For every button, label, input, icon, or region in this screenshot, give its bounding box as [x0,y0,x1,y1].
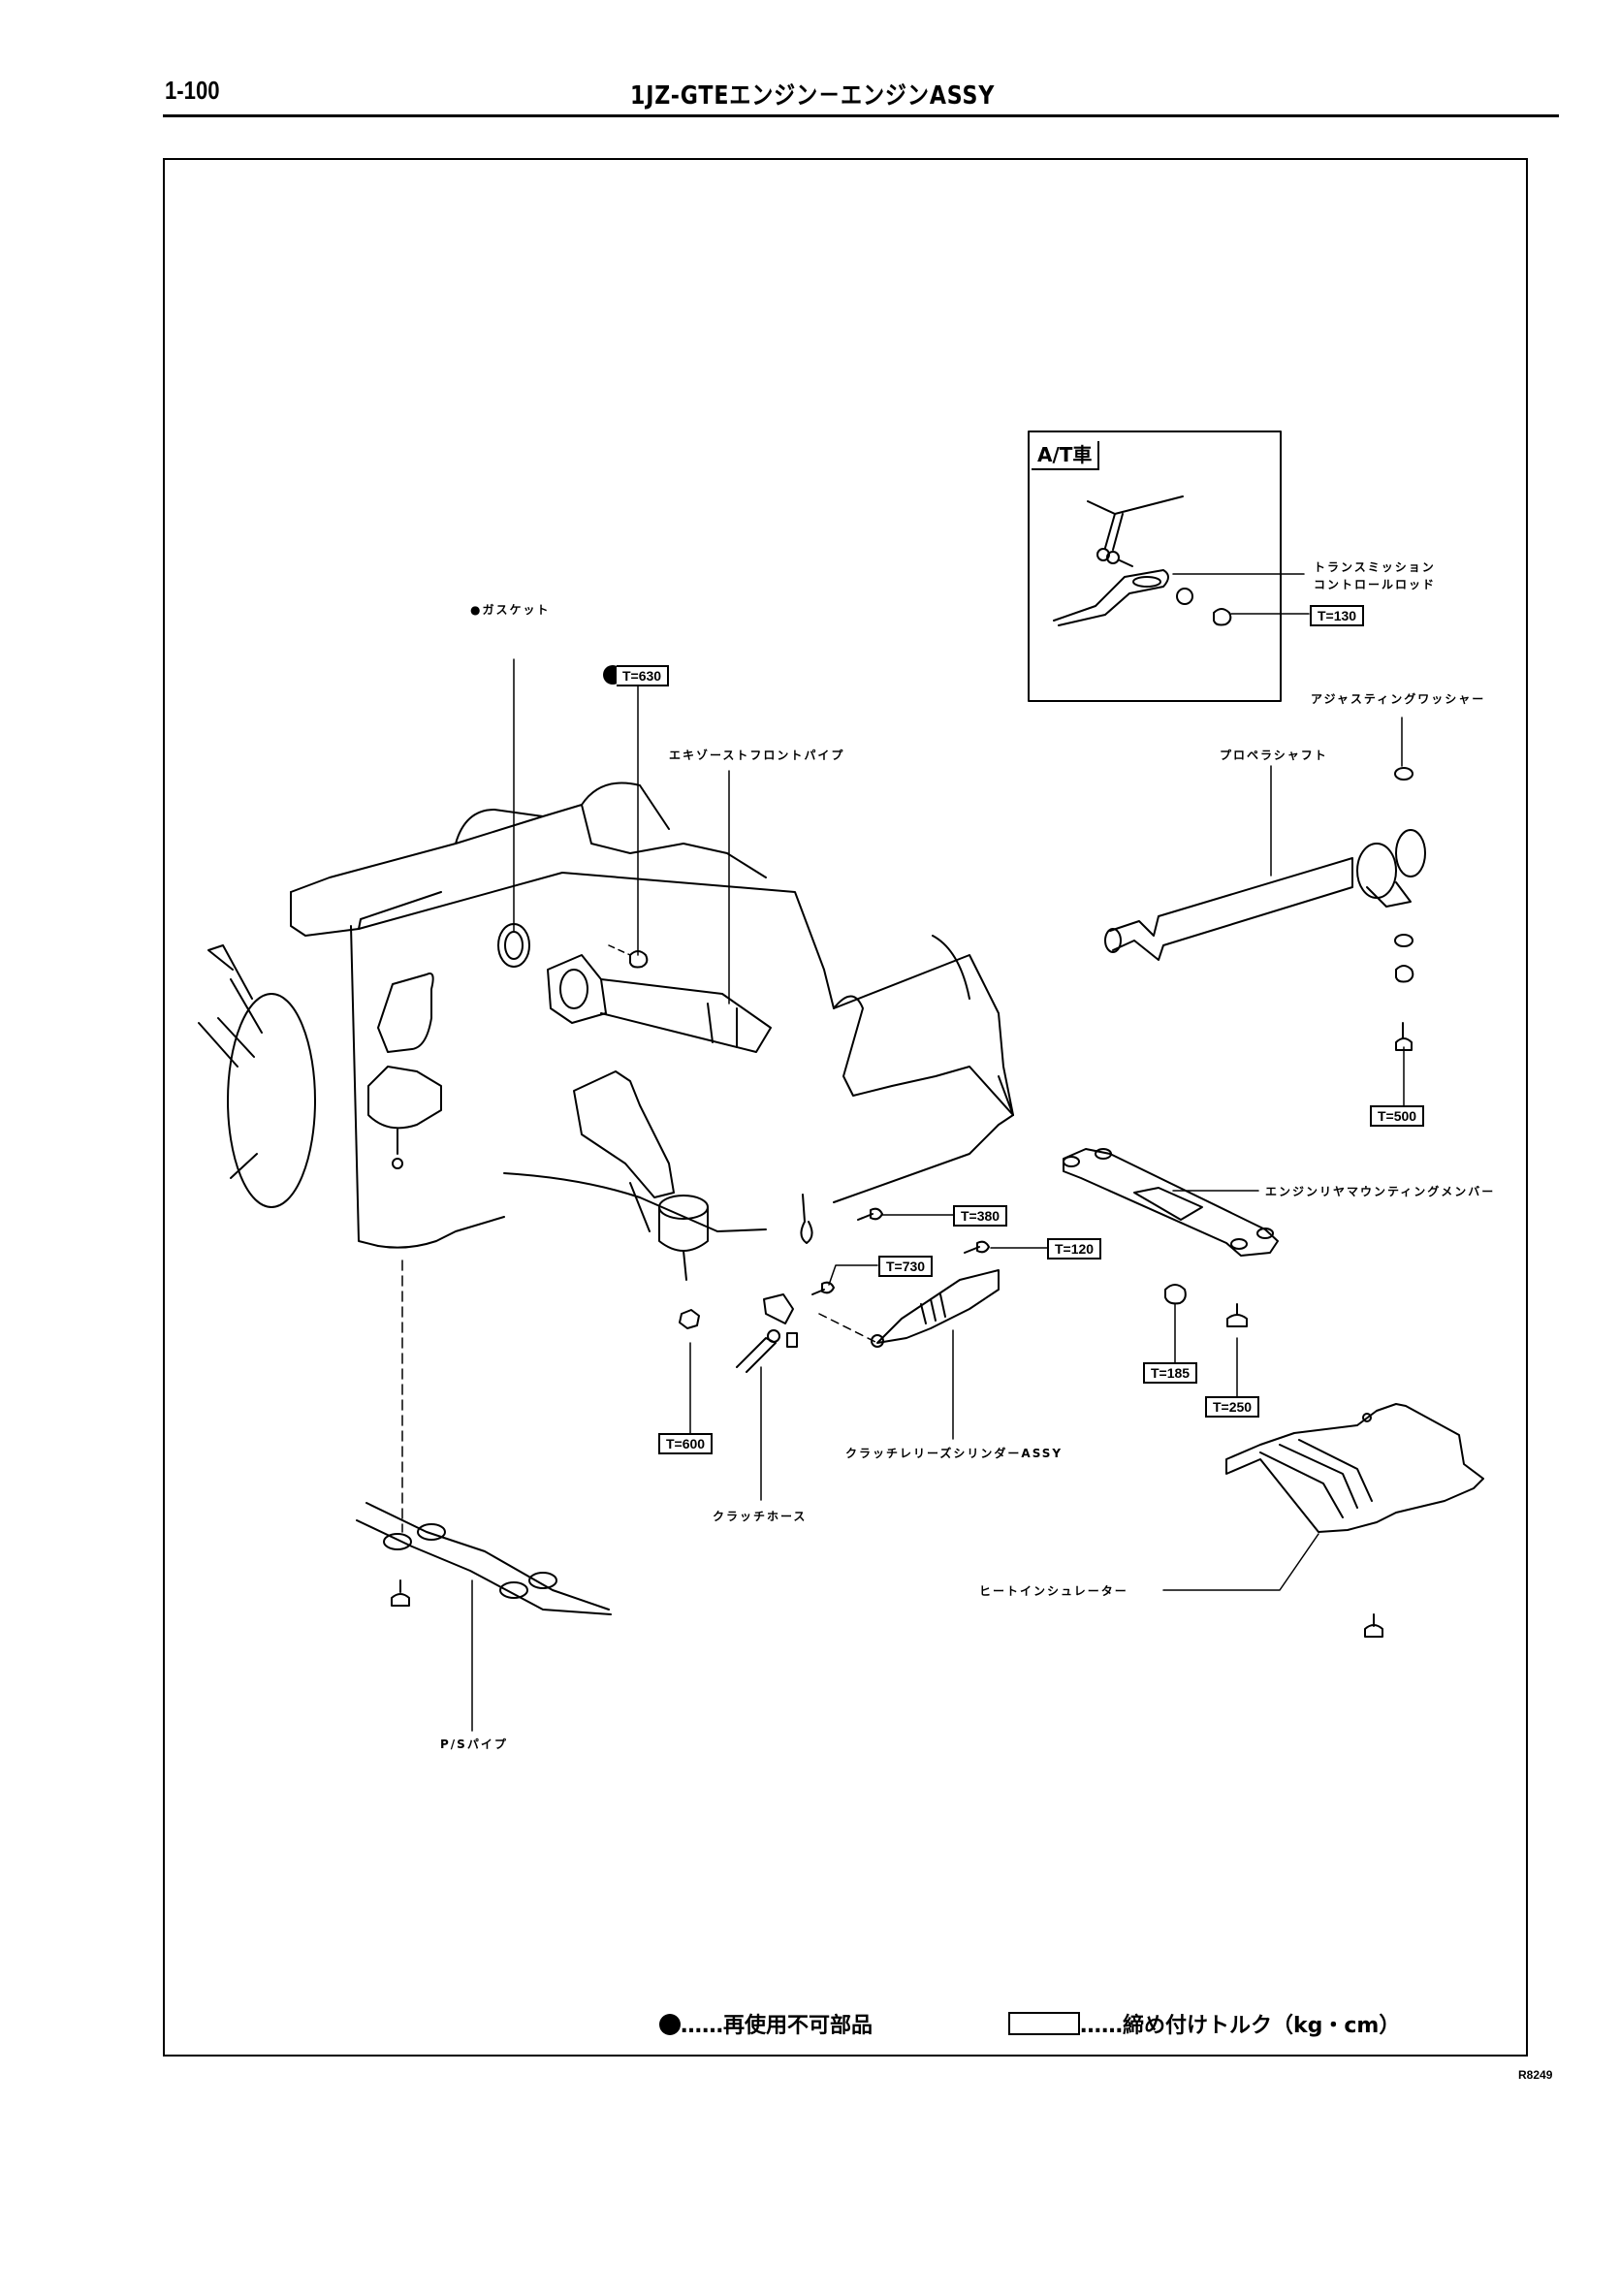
bushing-drawing [1176,588,1193,605]
ps-pipe-drawing [356,1502,612,1615]
torque-box-member-nut: T=185 [1143,1362,1198,1384]
nut-drawing [1395,965,1414,983]
torque-box-hose-bracket-bolt: T=730 [878,1256,934,1277]
heat-insulator-bolt-drawing [1364,1613,1383,1638]
torque-box-mount-nut: T=600 [658,1433,714,1454]
header-rule [163,114,1559,117]
legend-non-reusable-text: ……再使用不可部品 [681,2014,874,2038]
exhaust-nut-drawing [629,950,649,969]
exhaust-front-pipe-drawing [547,954,772,1053]
label-engine-rear-mounting-member: エンジンリヤマウンティングメンバー [1265,1185,1496,1198]
torque-box-propeller-bolt: T=500 [1370,1105,1425,1127]
heat-insulator-leader [1162,1533,1319,1591]
torque-box-control-rod: T=130 [1310,605,1365,626]
bracket-bolt-drawing [857,1207,883,1221]
hose-bracket-bolt-leader [828,1264,878,1286]
legend-torque-text: ……締め付けトルク（kg・cm） [1080,2014,1401,2038]
clutch-dashed-leader [818,1313,878,1344]
label-propeller-shaft: プロペラシャフト [1220,749,1328,762]
propeller-shaft-drawing [1104,829,1426,961]
page-title: 1JZ-GTEエンジン－エンジンASSY [630,81,996,111]
washer-drawing [1394,934,1414,947]
torque-box-exhaust-nut: T=630 [617,665,670,686]
clutch-hose-drawing [736,1329,780,1373]
torque-box-release-cyl-bolt: T=120 [1047,1238,1102,1260]
clutch-release-cylinder-drawing [871,1269,1000,1348]
ps-bolt-drawing [391,1579,410,1607]
shift-lever-drawing [1053,495,1184,626]
engine-block-drawing [290,781,1014,1249]
label-ps-pipe: P/Sパイプ [440,1738,508,1751]
clip-drawing-2 [786,1332,798,1348]
release-cyl-bolt-drawing [964,1240,990,1254]
label-exhaust-front-pipe: エキゾーストフロントパイプ [669,749,845,762]
clutch-bracket-drawing [763,1293,794,1324]
inset-nut-drawing [1213,608,1232,626]
label-transmission-control-rod-2: コントロールロッド [1314,578,1437,591]
at-inset-box [1028,430,1282,702]
hose-bracket-bolt-drawing [811,1281,835,1295]
label-gasket: ●ガスケット [470,603,551,617]
torque-box-icon [1008,2012,1080,2035]
mount-nut-drawing [679,1309,700,1329]
exhaust-gasket-drawing [497,923,530,968]
cooling-fan-drawing [198,944,316,1208]
front-mount-drawing [367,973,442,1169]
non-reusable-dot-icon [659,2014,681,2035]
at-vehicle-tag: A/T車 [1032,441,1100,470]
reference-code: R8249 [1518,2068,1553,2082]
label-clutch-release-cylinder: クラッチレリーズシリンダーASSY [845,1447,1064,1460]
label-adjusting-washer: アジャスティングワッシャー [1311,692,1486,706]
member-nut-drawing [1164,1284,1187,1305]
label-transmission-control-rod-1: トランスミッション [1314,560,1436,574]
adjusting-washer-drawing [1394,767,1414,781]
legend-non-reusable: ……再使用不可部品 [659,2008,873,2039]
legend-torque: ……締め付けトルク（kg・cm） [1008,2008,1400,2039]
clip-drawing [800,1194,813,1244]
rear-mounting-member-drawing [1063,1148,1279,1257]
label-clutch-hose: クラッチホース [713,1510,808,1523]
diagram-frame [163,158,1528,2057]
member-bolt-drawing [1226,1303,1248,1327]
engine-rear-mount-drawing [573,1070,709,1281]
heat-insulator-drawing [1225,1403,1484,1533]
page-number: 1-100 [165,76,220,105]
label-heat-insulator: ヒートインシュレーター [979,1584,1128,1598]
torque-box-member-bolt: T=250 [1205,1396,1260,1418]
propeller-bolt-drawing [1395,1022,1413,1051]
torque-box-bracket-bolt: T=380 [953,1205,1008,1227]
